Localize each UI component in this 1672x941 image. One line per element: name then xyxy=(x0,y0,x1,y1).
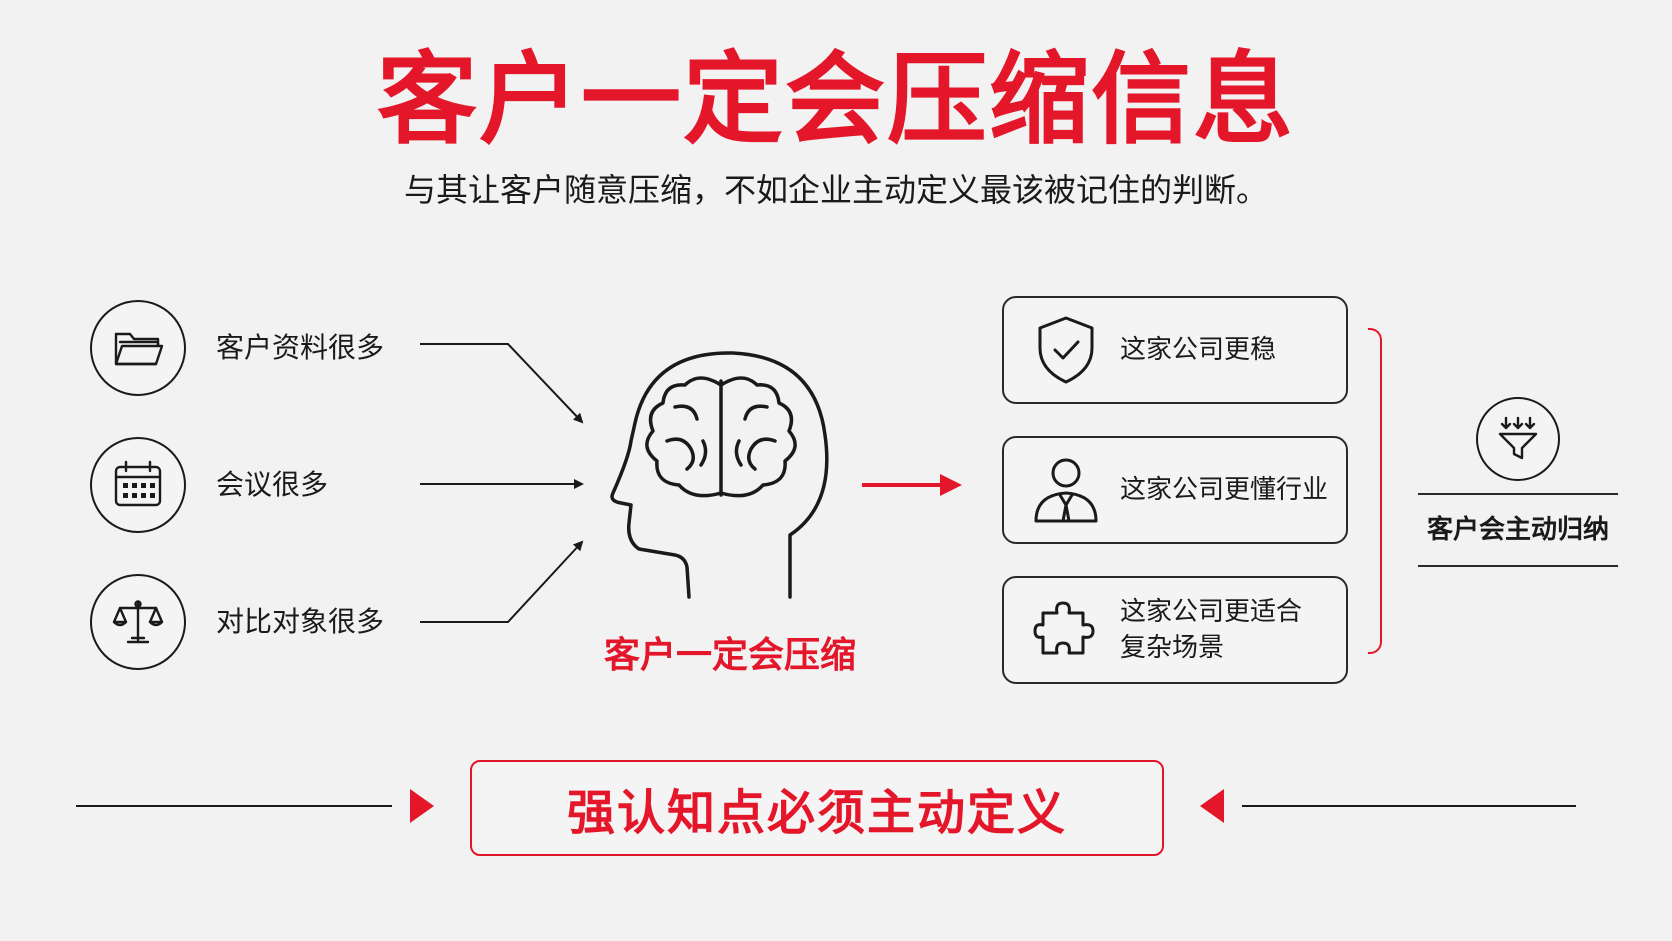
input-connector-1 xyxy=(420,343,584,424)
left-bottom-pointer xyxy=(76,789,434,823)
outcome-box-3: 这家公司更适合 复杂场景 xyxy=(1002,576,1348,684)
folder-icon xyxy=(114,332,164,366)
head-brain-icon xyxy=(610,351,829,599)
input-icon-circle-2 xyxy=(90,437,186,533)
outcome-bracket xyxy=(1368,328,1382,654)
funnel-icon xyxy=(1498,416,1538,460)
outcome-text-3-line-2: 复杂场景 xyxy=(1120,633,1225,663)
outcome-text-1-line-1: 这家公司更稳 xyxy=(1120,335,1277,365)
outcome-box-2: 这家公司更懂行业 xyxy=(1002,436,1348,544)
input-label-1: 客户资料很多 xyxy=(216,331,385,364)
input-label-3: 对比对象很多 xyxy=(216,605,385,638)
subtitle: 与其让客户随意压缩，不如企业主动定义最该被记住的判断。 xyxy=(403,171,1268,209)
outcome-text-2-line-1: 这家公司更懂行业 xyxy=(1120,475,1329,505)
bottom-callout-text: 强认知点必须主动定义 xyxy=(566,785,1067,841)
summary-rule-top xyxy=(1418,493,1618,495)
outcome-text-1: 这家公司更稳 xyxy=(1120,332,1276,368)
input-icon-circle-1 xyxy=(90,300,186,396)
input-icon-circle-3 xyxy=(90,574,186,670)
outcome-text-3-line-1: 这家公司更适合 xyxy=(1120,597,1303,627)
right-bottom-pointer xyxy=(1200,789,1576,823)
calendar-icon xyxy=(114,460,162,507)
shield-check-icon xyxy=(1038,316,1094,384)
summary-icon-circle xyxy=(1476,397,1560,481)
main-title: 客户一定会压缩信息 xyxy=(377,41,1295,158)
person-icon xyxy=(1034,458,1098,523)
puzzle-icon xyxy=(1033,601,1095,655)
summary-label: 客户会主动归纳 xyxy=(1426,515,1609,545)
scale-icon xyxy=(112,600,164,644)
outcome-text-2: 这家公司更懂行业 xyxy=(1120,472,1328,508)
input-label-2: 会议很多 xyxy=(216,468,329,501)
center-label: 客户一定会压缩 xyxy=(603,635,856,676)
input-connector-3 xyxy=(420,540,584,623)
bottom-callout: 强认知点必须主动定义 xyxy=(470,760,1164,856)
outcome-box-1: 这家公司更稳 xyxy=(1002,296,1348,404)
summary-rule-bottom xyxy=(1418,565,1618,567)
outcome-text-3: 这家公司更适合 复杂场景 xyxy=(1120,594,1302,666)
